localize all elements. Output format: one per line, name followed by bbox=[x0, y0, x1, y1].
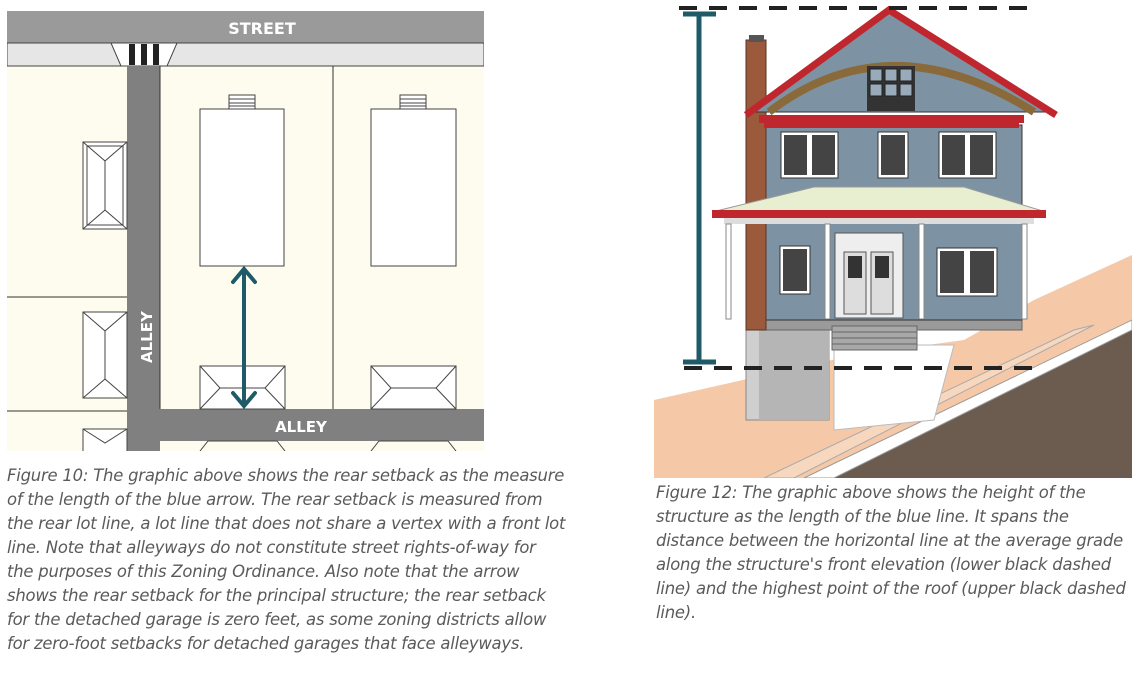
porch-steps bbox=[831, 325, 918, 351]
principal-structure bbox=[199, 94, 285, 267]
street-label: STREET bbox=[228, 19, 296, 38]
height-line bbox=[683, 11, 716, 365]
upper-windows bbox=[780, 131, 997, 179]
vertical-alley-label: ALLEY bbox=[138, 310, 156, 363]
street bbox=[7, 11, 484, 43]
figure-10-caption: Figure 10: The graphic above shows the r… bbox=[7, 466, 566, 653]
alley-apron bbox=[110, 42, 178, 67]
porch-columns bbox=[725, 223, 1028, 320]
rear-setback-arrow bbox=[231, 265, 257, 410]
left-garages bbox=[82, 141, 128, 451]
figure-12-caption: Figure 12: The graphic above shows the h… bbox=[656, 483, 1126, 622]
lower-windows bbox=[779, 245, 998, 297]
neighbor-structure bbox=[370, 94, 457, 267]
vertical-alley bbox=[127, 66, 160, 451]
horizontal-alley-label: ALLEY bbox=[275, 418, 328, 436]
lot-lines bbox=[7, 66, 334, 412]
porch-trim bbox=[712, 210, 1046, 218]
sidewalk bbox=[7, 42, 484, 67]
structure-height-elevation bbox=[654, 5, 1132, 478]
rear-setback-site-plan: STREET ALLEY ALLEY bbox=[7, 11, 484, 451]
front-door bbox=[834, 232, 904, 319]
walkway bbox=[803, 319, 1132, 478]
horizontal-alley bbox=[127, 409, 484, 441]
chimney bbox=[745, 39, 767, 331]
